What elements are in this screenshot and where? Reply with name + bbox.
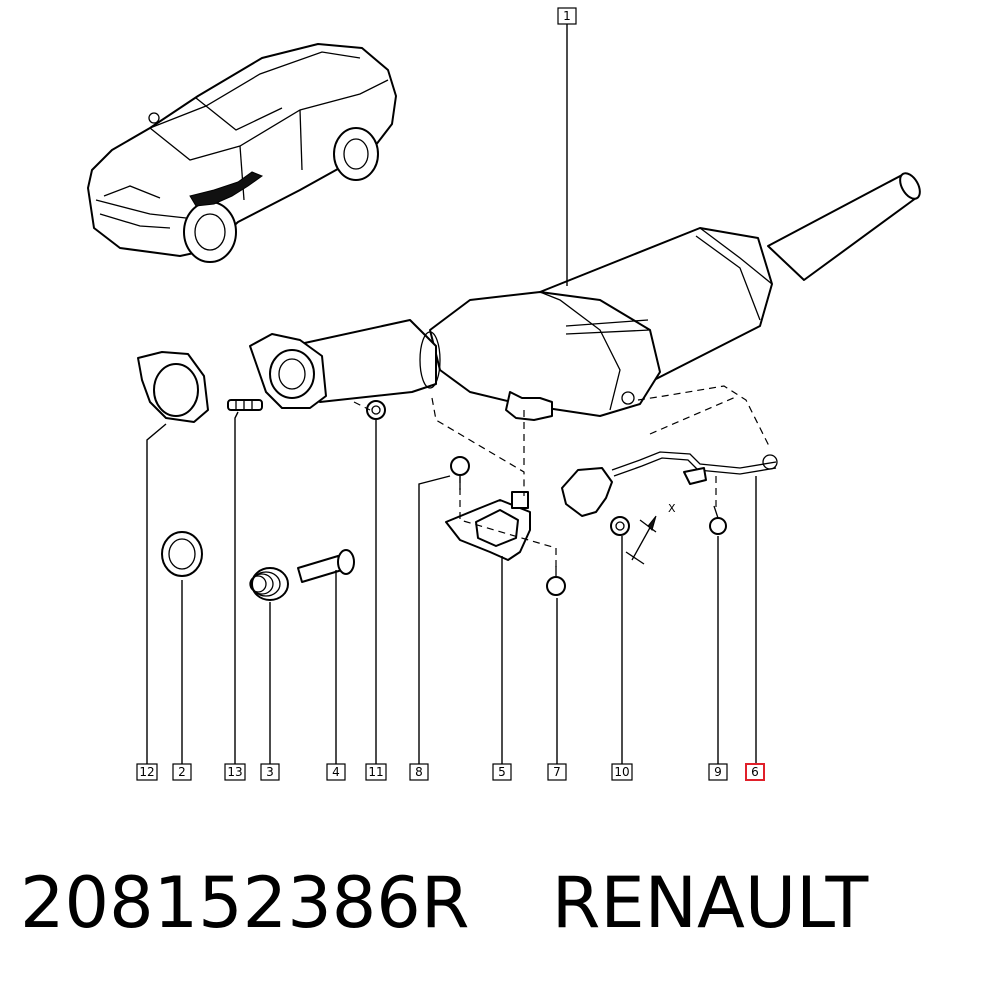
bracket-part bbox=[445, 491, 531, 561]
nut-part-10 bbox=[610, 516, 630, 536]
callout-1-label: 1 bbox=[563, 9, 571, 23]
callout-4: 4 bbox=[326, 763, 346, 781]
dimension-x: X bbox=[625, 502, 676, 565]
nut-part bbox=[366, 400, 386, 420]
callout-10-label: 10 bbox=[614, 765, 629, 779]
exhaust-location-marker bbox=[189, 171, 264, 207]
callout-1: 1 bbox=[557, 7, 577, 25]
spring-part bbox=[249, 567, 289, 601]
car-illustration bbox=[87, 43, 397, 263]
callout-8-label: 8 bbox=[415, 765, 423, 779]
seal-ring-part bbox=[161, 531, 203, 577]
callout-3: 3 bbox=[260, 763, 280, 781]
callout-7: 7 bbox=[547, 763, 567, 781]
callout-11-label: 11 bbox=[368, 765, 383, 779]
callout-10: 10 bbox=[611, 763, 633, 781]
callout-4-label: 4 bbox=[332, 765, 340, 779]
dimension-label: X bbox=[668, 502, 676, 515]
screw-part-8 bbox=[450, 456, 470, 490]
callout-13: 13 bbox=[224, 763, 246, 781]
callout-9-label: 9 bbox=[714, 765, 722, 779]
callout-6: 6 bbox=[745, 763, 765, 781]
callout-5-label: 5 bbox=[498, 765, 506, 779]
bolt-part bbox=[297, 549, 355, 583]
part-number: 208152386R bbox=[20, 862, 470, 944]
callout-8: 8 bbox=[409, 763, 429, 781]
part-caption: 208152386R RENAULT bbox=[20, 858, 920, 948]
leader-lines bbox=[146, 24, 757, 764]
gasket-part bbox=[137, 351, 209, 423]
callout-13-label: 13 bbox=[227, 765, 242, 779]
callout-11: 11 bbox=[365, 763, 387, 781]
particulate-filter-assembly bbox=[249, 172, 921, 421]
callout-2: 2 bbox=[172, 763, 192, 781]
callout-12-label: 12 bbox=[139, 765, 154, 779]
callout-5: 5 bbox=[492, 763, 512, 781]
pressure-sensor-part bbox=[561, 451, 778, 517]
callout-9: 9 bbox=[708, 763, 728, 781]
brand-name: RENAULT bbox=[551, 862, 869, 944]
callout-6-label: 6 bbox=[751, 765, 759, 779]
assembly-guide-lines bbox=[353, 385, 771, 570]
callout-12: 12 bbox=[136, 763, 158, 781]
screw-part-9 bbox=[709, 505, 727, 535]
screw-part-7 bbox=[546, 566, 566, 596]
callout-7-label: 7 bbox=[553, 765, 561, 779]
callout-2-label: 2 bbox=[178, 765, 186, 779]
stud-part bbox=[227, 399, 263, 411]
callout-3-label: 3 bbox=[266, 765, 274, 779]
